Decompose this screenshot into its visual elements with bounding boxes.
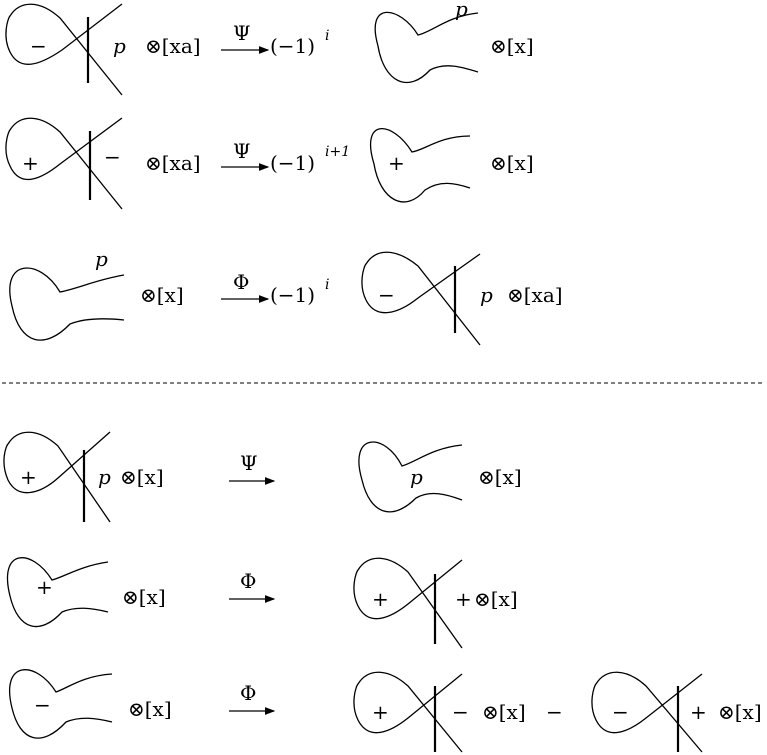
strand-label: −: [452, 700, 469, 724]
strand-label: −: [104, 145, 121, 169]
strand-label: p: [95, 247, 108, 271]
tensor-label: ⊗[x]: [478, 465, 522, 489]
smoothing-diagram: [358, 441, 463, 513]
sign-label: +: [372, 700, 389, 724]
sign-label: +: [36, 575, 53, 599]
strand-label: p: [455, 0, 468, 21]
crossing-diagram: [353, 557, 463, 649]
crossing-diagram: [3, 431, 111, 523]
row-6: − ⊗[x] Φ + − ⊗[x] − − + ⊗[x]: [9, 669, 762, 753]
sign-label: +: [20, 465, 37, 489]
smoothing-diagram: [9, 267, 125, 341]
strand-label: +: [690, 700, 707, 724]
tensor-label: ⊗[xa]: [145, 151, 201, 175]
crossing-diagram: [5, 3, 123, 96]
row-5: + ⊗[x] Φ + + ⊗[x]: [6, 557, 518, 649]
tensor-label: ⊗[xa]: [507, 283, 563, 307]
tensor-label: ⊗[xa]: [145, 34, 201, 58]
sign-exponent: i+1: [325, 144, 350, 160]
tensor-label: ⊗[x]: [490, 151, 534, 175]
tensor-label: ⊗[x]: [490, 34, 534, 58]
strand-label: p: [410, 465, 423, 489]
map-symbol: Ψ: [240, 451, 258, 475]
tensor-label: ⊗[x]: [482, 700, 526, 724]
strand-label: +: [455, 587, 472, 611]
map-symbol: Φ: [240, 569, 256, 593]
tensor-label: ⊗[x]: [120, 465, 164, 489]
crossing-diagram: [591, 671, 703, 753]
crossing-diagram: [5, 117, 123, 210]
tensor-label: ⊗[x]: [140, 283, 184, 307]
sign-factor: (−1): [270, 34, 315, 58]
sign-label: −: [30, 34, 47, 58]
sign-label: +: [372, 587, 389, 611]
map-symbol: Ψ: [233, 139, 251, 163]
smoothing-diagram: [6, 557, 109, 628]
map-symbol: Φ: [233, 270, 249, 294]
strand-label: p: [480, 283, 493, 307]
sign-label: +: [22, 151, 39, 175]
map-symbol: Φ: [240, 681, 256, 705]
sign-label: −: [34, 693, 51, 717]
row-1: − p ⊗[xa] Ψ (−1) i p ⊗[x]: [5, 0, 534, 96]
tensor-label: ⊗[x]: [122, 585, 166, 609]
sign-label: −: [612, 700, 629, 724]
smoothing-diagram: [369, 128, 471, 203]
tensor-label: ⊗[x]: [128, 697, 172, 721]
crossing-diagram: [361, 251, 481, 346]
row-2: + − ⊗[xa] Ψ (−1) i+1 + ⊗[x]: [5, 117, 534, 210]
sign-exponent: i: [325, 277, 329, 293]
strand-label: p: [113, 34, 126, 58]
tensor-label: ⊗[x]: [474, 587, 518, 611]
sign-exponent: i: [325, 28, 329, 44]
sign-factor: (−1): [270, 283, 315, 307]
row-4: + p ⊗[x] Ψ p ⊗[x]: [3, 431, 522, 523]
sign-label: −: [378, 283, 395, 307]
sign-factor: (−1): [270, 151, 315, 175]
smoothing-diagram: [374, 11, 479, 83]
minus-operator: −: [546, 700, 563, 724]
map-symbol: Ψ: [233, 21, 251, 45]
strand-label: p: [98, 465, 111, 489]
crossing-diagram: [353, 671, 463, 753]
smoothing-diagram: [9, 669, 113, 739]
tensor-label: ⊗[x]: [718, 700, 762, 724]
sign-label: +: [388, 151, 405, 175]
row-3: p ⊗[x] Φ (−1) i − p ⊗[xa]: [9, 247, 563, 346]
